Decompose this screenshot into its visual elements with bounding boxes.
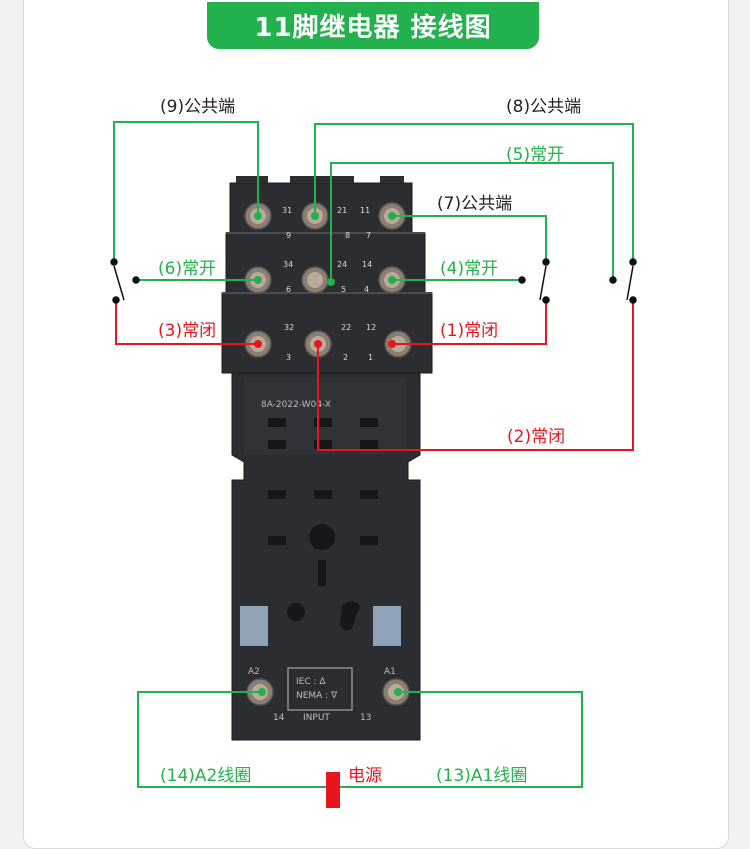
pin-3: 3 <box>286 353 291 362</box>
terminal-numbers: 31 21 11 9 8 7 34 24 14 6 5 4 32 22 12 3… <box>282 206 376 362</box>
pin-34: 34 <box>283 260 293 269</box>
pin-32: 32 <box>284 323 294 332</box>
t13-text: 13 <box>360 713 371 723</box>
pin-9: 9 <box>286 231 291 240</box>
label-common-8: (8)公共端 <box>506 97 581 117</box>
pin-7: 7 <box>366 231 371 240</box>
label-common-7: (7)公共端 <box>437 194 512 214</box>
pin-14: 14 <box>362 260 372 269</box>
switch-symbols <box>110 258 637 304</box>
pin-11: 11 <box>360 206 370 215</box>
label-no-6: (6)常开 <box>158 259 216 279</box>
pin-2: 2 <box>343 353 348 362</box>
label-power: 电源 <box>348 766 382 786</box>
page-title: 11脚继电器 接线图 <box>207 2 539 49</box>
pin-24: 24 <box>337 260 347 269</box>
power-source-icon <box>326 772 340 808</box>
a2-text: A2 <box>248 667 260 677</box>
label-no-4: (4)常开 <box>440 259 498 279</box>
pin-8: 8 <box>345 231 350 240</box>
label-nc-2: (2)常闭 <box>507 427 565 447</box>
model-text: 8A-2022-W04-X <box>261 400 331 410</box>
label-no-5: (5)常开 <box>506 145 564 165</box>
wiring-lines <box>113 121 634 788</box>
iec-text: IEC : Δ <box>296 677 326 687</box>
relay-socket: 8A-2022-W04-X IEC : Δ NEMA : ∇ INPUT A2 … <box>221 176 433 741</box>
nema-text: NEMA : ∇ <box>296 691 338 701</box>
pin-5: 5 <box>341 285 346 294</box>
screw-head <box>307 272 323 288</box>
a1-text: A1 <box>384 667 396 677</box>
terminal-dots <box>254 212 402 696</box>
label-nc-3: (3)常闭 <box>158 321 216 341</box>
input-text: INPUT <box>303 713 330 723</box>
pin-4: 4 <box>364 285 369 294</box>
label-coil-a1: (13)A1线圈 <box>436 766 527 786</box>
pin-6: 6 <box>286 285 291 294</box>
label-nc-1: (1)常闭 <box>440 321 498 341</box>
pin-21: 21 <box>337 206 347 215</box>
label-coil-a2: (14)A2线圈 <box>160 766 251 786</box>
pin-31: 31 <box>282 206 292 215</box>
pin-12: 12 <box>366 323 376 332</box>
pin-1: 1 <box>368 353 373 362</box>
t14-text: 14 <box>273 713 285 723</box>
label-common-9: (9)公共端 <box>160 97 235 117</box>
pin-22: 22 <box>341 323 351 332</box>
